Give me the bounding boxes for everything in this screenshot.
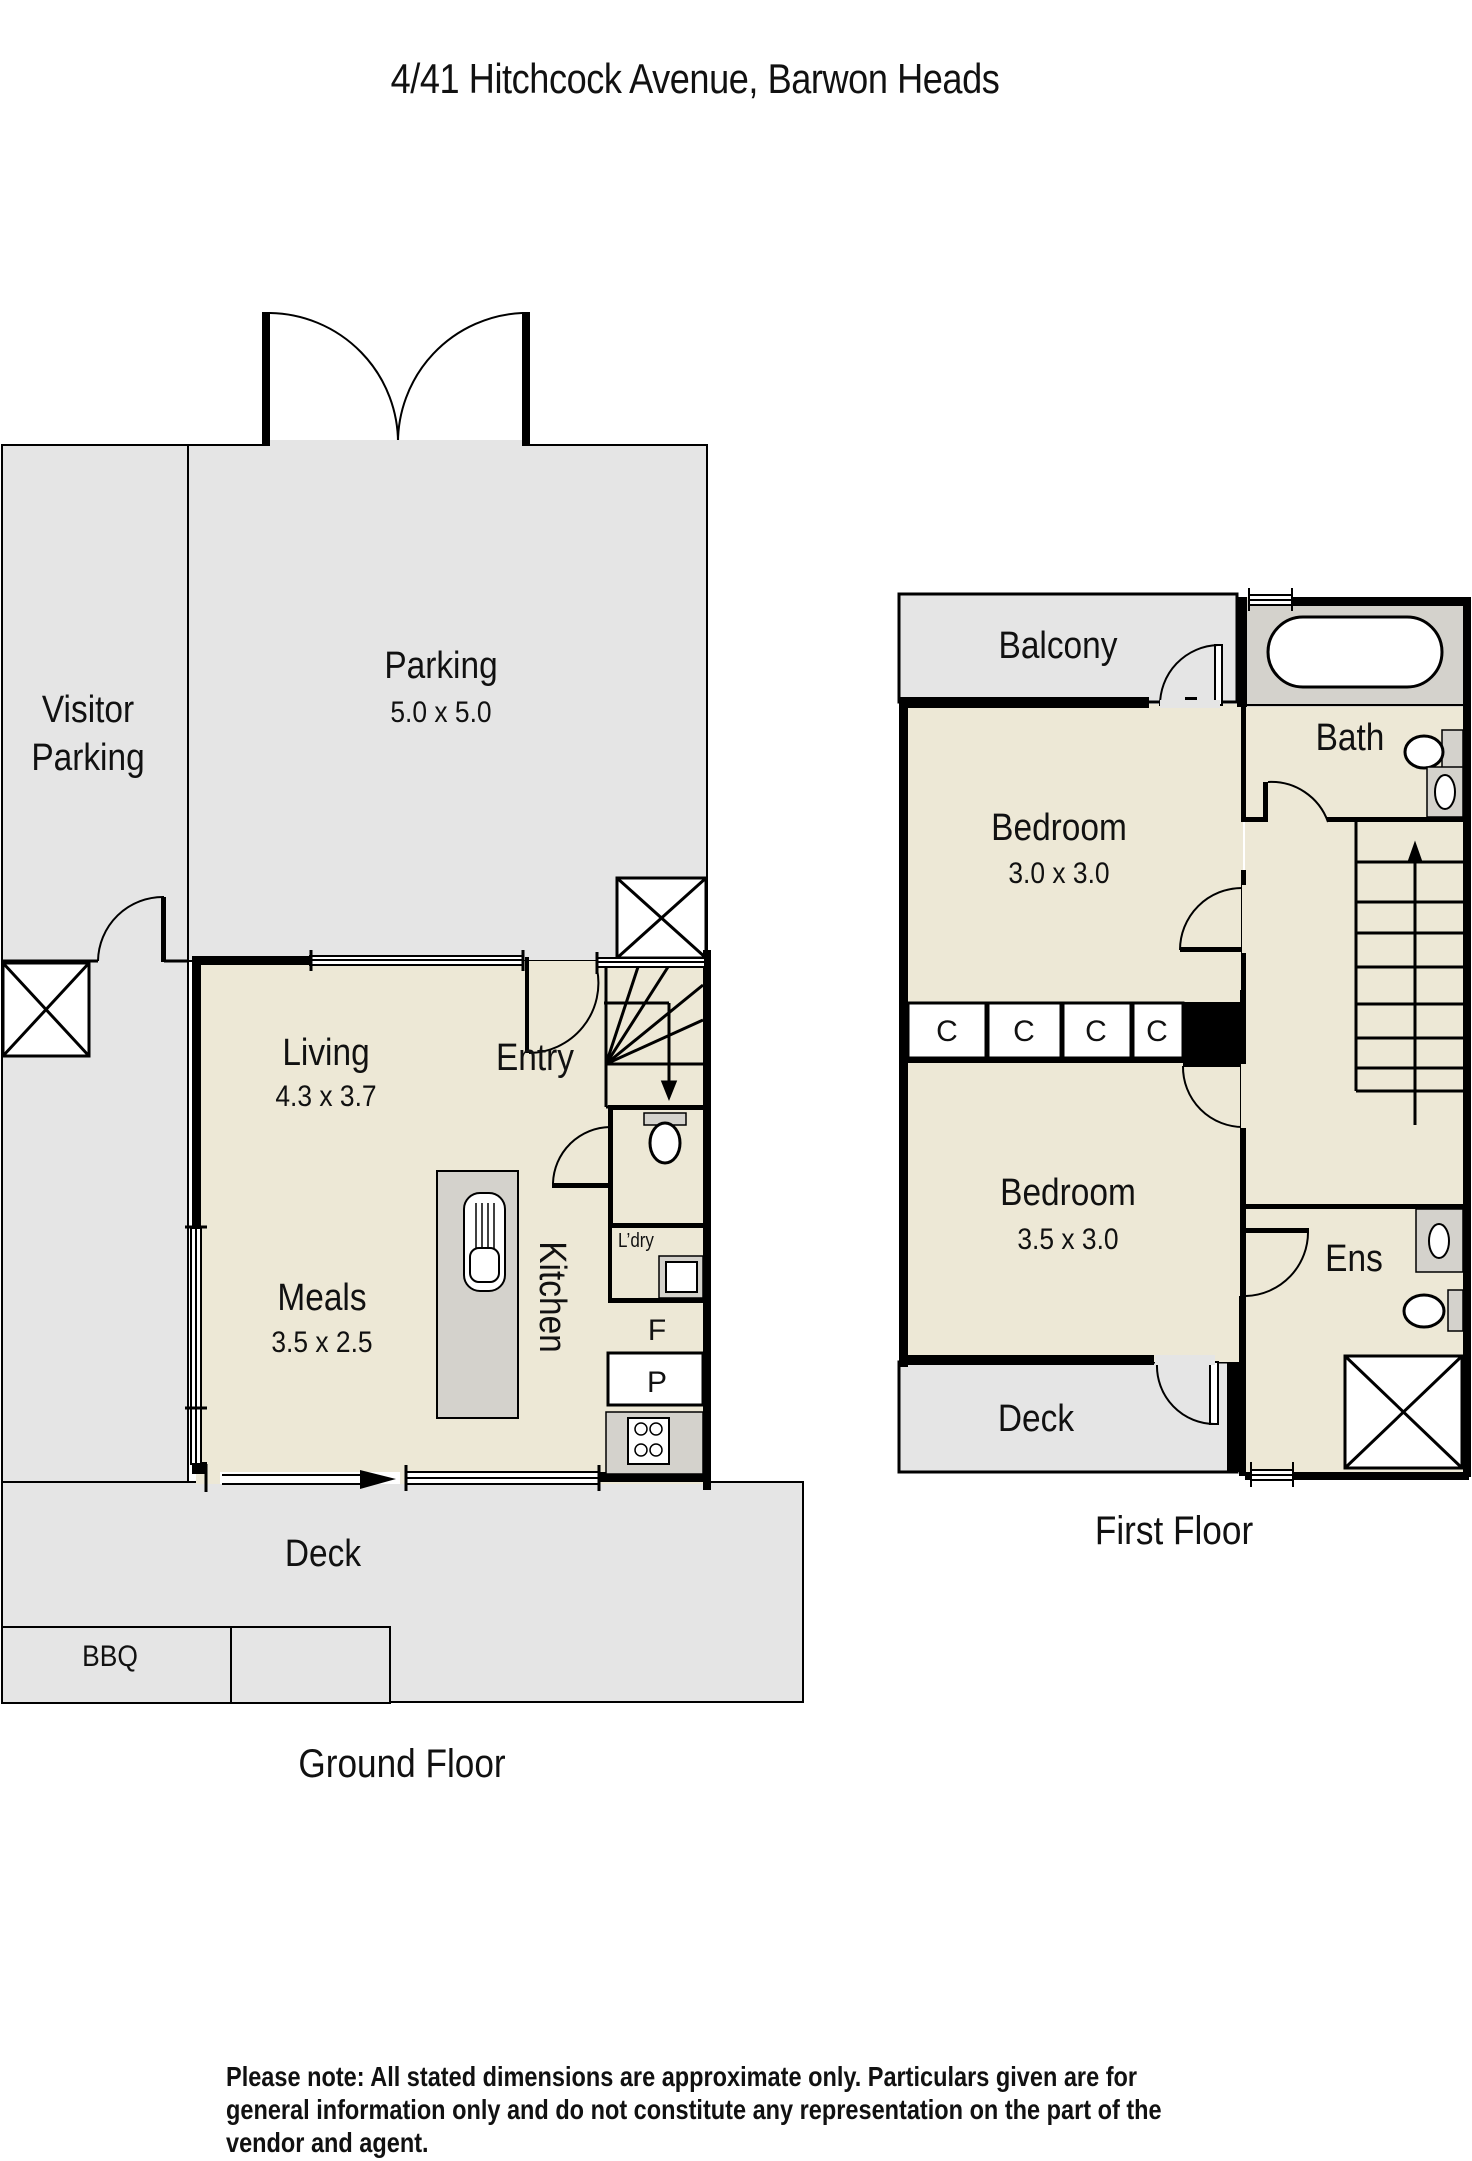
- label-bath: Bath: [1316, 716, 1385, 758]
- toilet-icon-ens: [1402, 1293, 1446, 1329]
- label-bbq: BBQ: [82, 1638, 138, 1672]
- label-first-deck: Deck: [998, 1397, 1074, 1439]
- sliding-door: [204, 1464, 601, 1492]
- label-pantry: P: [647, 1366, 667, 1399]
- basin-icon-bath: [1434, 774, 1456, 810]
- cooktop-icon: [627, 1417, 670, 1465]
- kitchen-island: [436, 1170, 519, 1419]
- closets: [906, 1001, 1185, 1060]
- first-floor-label: First Floor: [1095, 1508, 1253, 1553]
- skylight-parking: [615, 876, 708, 960]
- first-floor: Balcony Bath Bedroom 3.0 x 3.0 C C C C B…: [897, 588, 1471, 1553]
- bath-fixtures: [1403, 729, 1464, 818]
- window-entry: [595, 952, 706, 974]
- pantry: [606, 1351, 705, 1407]
- label-closet-2: C: [1013, 1015, 1035, 1048]
- label-kitchen: Kitchen: [532, 1241, 574, 1353]
- toilet-icon-bath: [1403, 734, 1445, 770]
- bathtub-icon: [1266, 615, 1444, 689]
- label-visitor-parking-1: Visitor: [42, 688, 134, 730]
- ensuite: [1245, 1204, 1465, 1470]
- label-bedroom1: Bedroom: [991, 806, 1127, 848]
- label-ground-deck: Deck: [285, 1532, 361, 1574]
- label-bedroom2-dim: 3.5 x 3.0: [1017, 1221, 1118, 1255]
- label-living-dim: 4.3 x 3.7: [275, 1078, 376, 1112]
- window-ens: [1250, 1462, 1294, 1487]
- toilet-icon: [648, 1121, 682, 1165]
- label-closet-1: C: [936, 1015, 958, 1048]
- label-closet-3: C: [1085, 1015, 1107, 1048]
- label-bedroom2: Bedroom: [1000, 1171, 1136, 1213]
- ground-floor: Visitor Parking Parking 5.0 x 5.0 Living…: [1, 312, 804, 1786]
- window-bath: [1248, 588, 1293, 611]
- label-visitor-parking-2: Parking: [31, 736, 144, 778]
- bedroom2-floor: [905, 1058, 1243, 1362]
- bedroom1-floor: [905, 704, 1243, 1002]
- stove: [605, 1411, 704, 1475]
- label-meals-dim: 3.5 x 2.5: [271, 1324, 372, 1358]
- ground-floor-label: Ground Floor: [298, 1741, 505, 1786]
- label-laundry: L’dry: [618, 1229, 655, 1252]
- balcony-door: [1158, 644, 1223, 708]
- label-bedroom1-dim: 3.0 x 3.0: [1008, 855, 1109, 889]
- label-living: Living: [282, 1031, 369, 1073]
- label-meals: Meals: [277, 1276, 366, 1318]
- visitor-door: [2, 895, 188, 963]
- bedroom1-door: [1179, 885, 1246, 953]
- stairs-first: [1354, 822, 1463, 1125]
- laundry: [608, 1223, 704, 1303]
- bbq-area: [1, 1626, 232, 1704]
- window-living-top: [309, 950, 525, 971]
- bedroom2-door: [1181, 1058, 1246, 1129]
- wc-ground: [552, 1105, 703, 1223]
- label-fridge: F: [648, 1314, 666, 1347]
- balcony-area: [897, 592, 1239, 704]
- label-entry: Entry: [496, 1036, 574, 1078]
- bath-door: [1245, 780, 1463, 823]
- label-ensuite: Ens: [1325, 1237, 1383, 1279]
- stairs-ground: [604, 966, 704, 1109]
- label-closet-4: C: [1146, 1015, 1168, 1048]
- label-parking: Parking: [384, 644, 497, 686]
- deck-door: [1155, 1355, 1239, 1472]
- page-title: 4/41 Hitchcock Avenue, Barwon Heads: [390, 55, 1000, 102]
- basin-icon-ens: [1428, 1223, 1450, 1259]
- disclaimer: Please note: All stated dimensions are a…: [226, 2061, 1162, 2158]
- window-meals: [185, 1225, 207, 1465]
- label-parking-dim: 5.0 x 5.0: [390, 694, 491, 728]
- first-deck-area: [897, 1360, 1239, 1474]
- bbq-side-area: [230, 1626, 391, 1704]
- laundry-tub-icon: [665, 1261, 698, 1293]
- skylight-visitor: [1, 961, 91, 1058]
- garage-double-door: [262, 312, 530, 446]
- label-balcony: Balcony: [999, 624, 1118, 666]
- entry-door: [525, 957, 600, 1054]
- shower-icon: [1343, 1354, 1464, 1470]
